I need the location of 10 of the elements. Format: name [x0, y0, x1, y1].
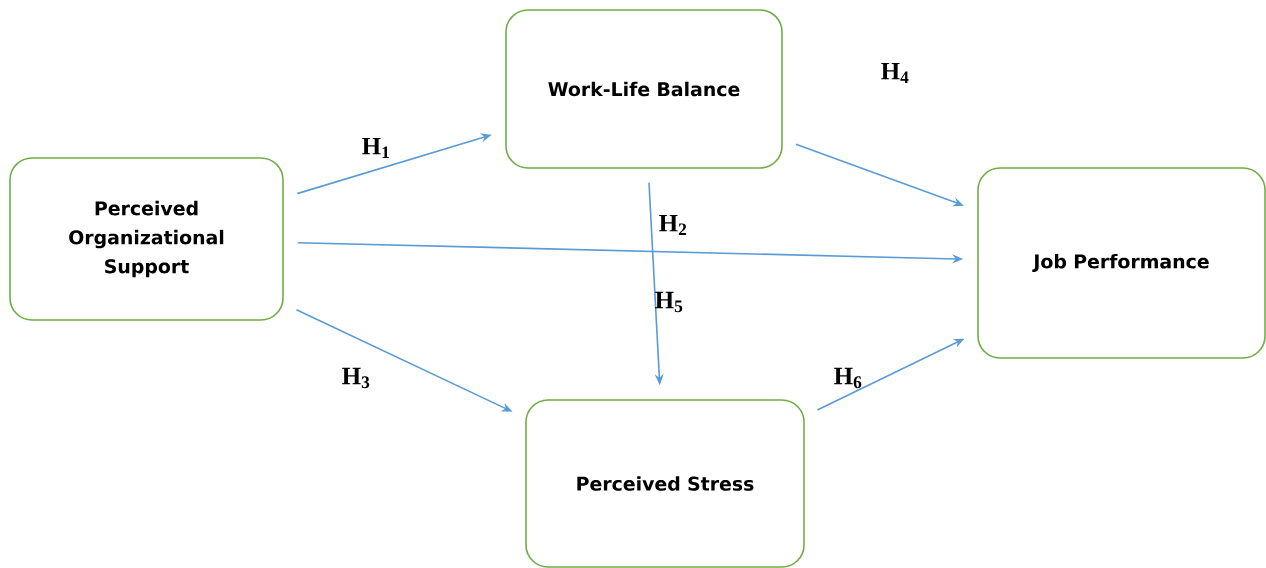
edge-label: H$_{5}$ — [655, 291, 683, 313]
edge-label: H$_{1}$ — [362, 137, 389, 159]
concept-box: Job Performance — [977, 167, 1266, 359]
concept-box: Perceived Stress — [525, 399, 805, 568]
edge-label: H$_{2}$ — [659, 214, 687, 236]
edge-label: H$_{4}$ — [881, 62, 909, 84]
edge-label: H$_{3}$ — [342, 367, 370, 389]
concept-box: Work-Life Balance — [505, 9, 783, 169]
concept-box: Perceived Organizational Support — [9, 157, 284, 321]
edge-label: H$_{6}$ — [834, 367, 862, 389]
